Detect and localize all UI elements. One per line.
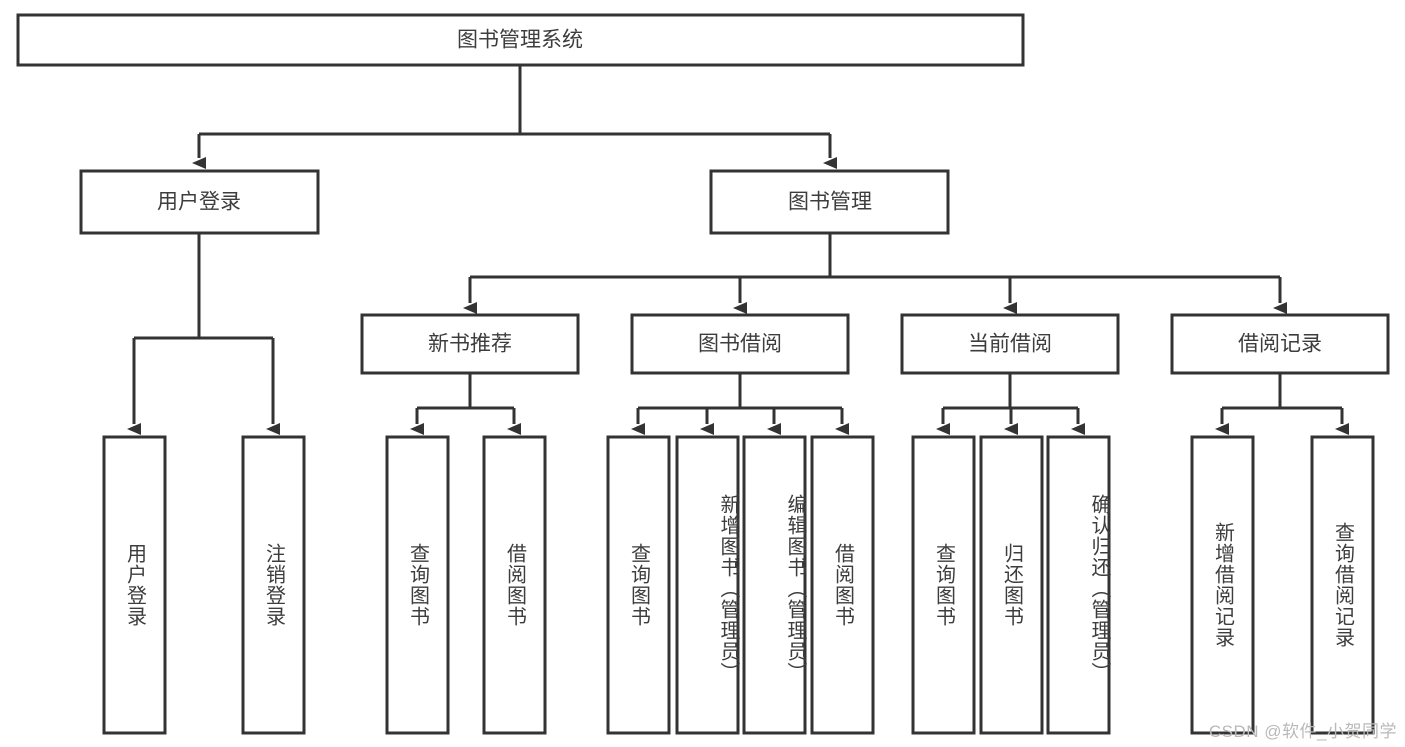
leaf-box-query-book-1[interactable]	[385, 435, 450, 735]
node-root-label: 图书管理系统	[457, 29, 583, 52]
node-current-borrow[interactable]: 当前借阅	[900, 313, 1120, 375]
node-new-book-recommend[interactable]: 新书推荐	[360, 313, 580, 375]
node-book-management-box	[709, 169, 950, 235]
connector-lines	[127, 65, 1349, 435]
node-current-borrow-label: 当前借阅	[968, 333, 1052, 356]
leaf-box-logout[interactable]	[241, 435, 306, 735]
leaf-box-add-record[interactable]	[1190, 435, 1255, 735]
leaf-box-edit-book-admin[interactable]	[742, 435, 807, 735]
node-new-book-recommend-label: 新书推荐	[428, 333, 512, 356]
node-current-borrow-box	[900, 313, 1120, 375]
node-book-borrow-box	[630, 313, 850, 375]
node-new-book-recommend-box	[360, 313, 580, 375]
node-user-login-label: 用户登录	[157, 191, 241, 214]
leaf-box-add-book-admin[interactable]	[675, 435, 740, 735]
leaf-box-query-record[interactable]	[1310, 435, 1375, 735]
node-book-management[interactable]: 图书管理	[709, 169, 950, 235]
csdn-watermark: CSDN @软件_小贺同学	[1208, 722, 1397, 741]
node-book-management-label: 图书管理	[788, 191, 872, 214]
leaf-box-confirm-return[interactable]	[1046, 435, 1111, 735]
node-book-borrow-label: 图书借阅	[698, 333, 782, 356]
leaf-box-borrow-book-2[interactable]	[810, 435, 875, 735]
leaf-node-boxes	[102, 435, 1375, 735]
node-root[interactable]: 图书管理系统	[16, 13, 1025, 67]
leaf-box-return-book[interactable]	[979, 435, 1044, 735]
leaf-box-user-login[interactable]	[102, 435, 167, 735]
node-borrow-record-label: 借阅记录	[1238, 333, 1322, 356]
node-user-login[interactable]: 用户登录	[79, 169, 320, 235]
node-borrow-record[interactable]: 借阅记录	[1170, 313, 1390, 375]
node-borrow-record-box	[1170, 313, 1390, 375]
leaf-box-query-book-3[interactable]	[911, 435, 976, 735]
leaf-box-borrow-book-1[interactable]	[482, 435, 547, 735]
node-root-box	[16, 13, 1025, 67]
node-book-borrow[interactable]: 图书借阅	[630, 313, 850, 375]
node-user-login-box	[79, 169, 320, 235]
leaf-box-query-book-2[interactable]	[606, 435, 671, 735]
